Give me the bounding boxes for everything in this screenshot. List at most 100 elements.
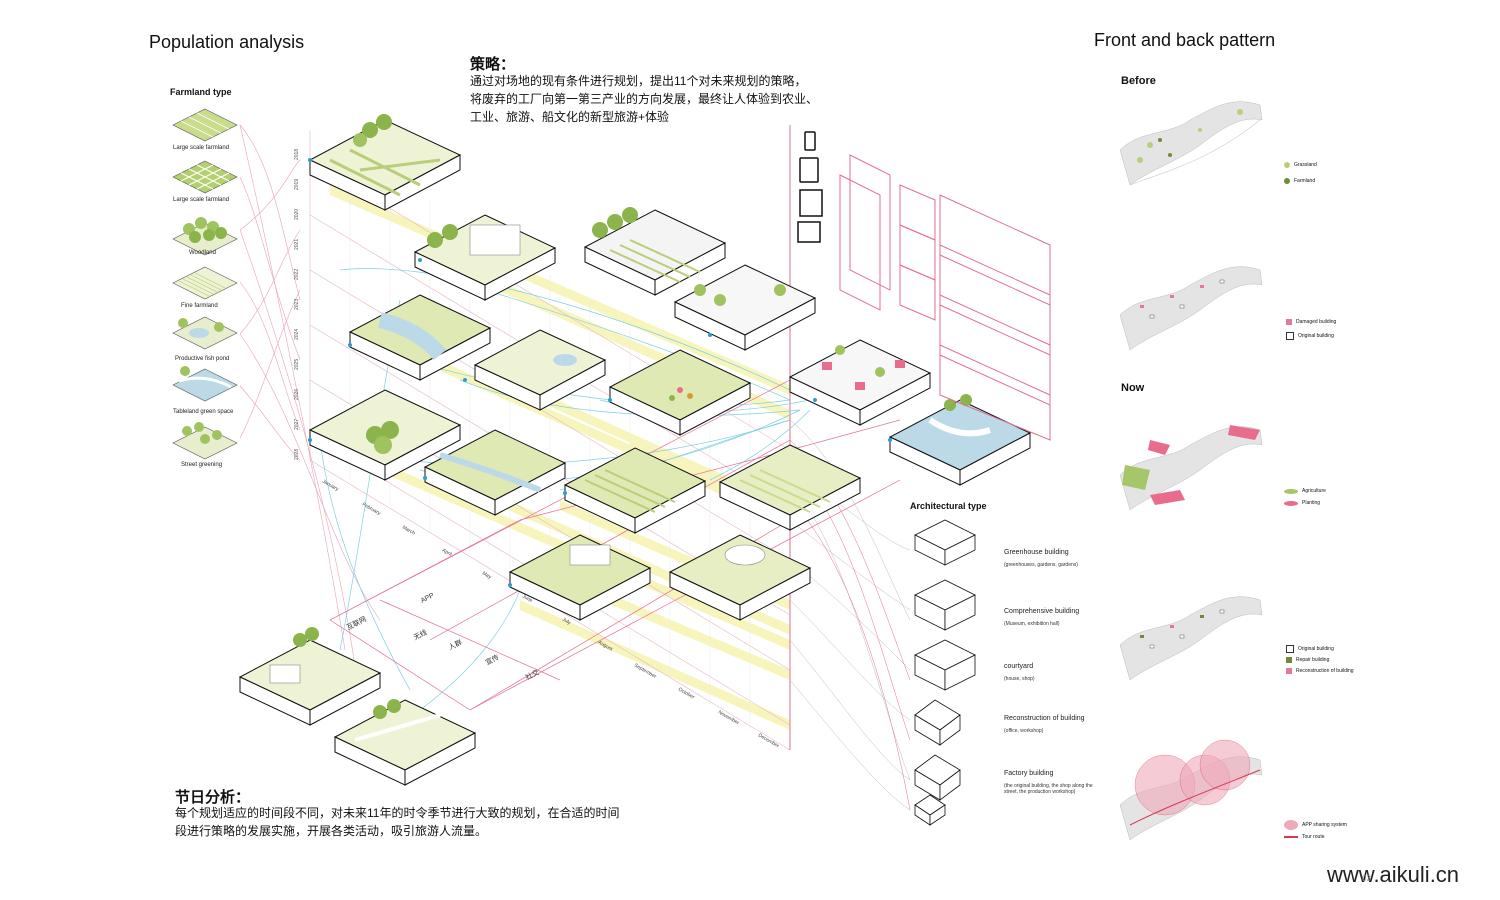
arch-type-3: courtyard (house, shop) bbox=[1004, 663, 1104, 682]
legend-tour-route-label: Tour route bbox=[1302, 834, 1325, 840]
month-label-oct: October bbox=[677, 687, 696, 701]
legend-app-sharing-label: APP sharing system bbox=[1302, 822, 1347, 828]
legend-repair-building-label: Repair building bbox=[1296, 657, 1330, 663]
strategy-line-1: 通过对场地的现有条件进行规划，提出11个对未来规划的策略， bbox=[470, 74, 807, 88]
festival-body: 每个规划适应的时间段不同，对未来11年的时令季节进行大致的规划，在合适的时间 段… bbox=[175, 804, 635, 840]
year-label-2023: 2023 bbox=[294, 299, 300, 310]
damaged-building-swatch bbox=[1286, 319, 1292, 325]
legend-agriculture: Agriculture bbox=[1284, 488, 1326, 494]
farmland-label-2: Large scale farmland bbox=[173, 197, 230, 203]
repair-building-swatch bbox=[1286, 657, 1292, 663]
year-label-2018: 2018 bbox=[294, 149, 300, 160]
legend-original-building-now-label: Original building bbox=[1298, 646, 1334, 652]
legend-farmland: Farmland bbox=[1284, 178, 1315, 184]
iso-block-15 bbox=[888, 394, 1032, 486]
strategy-body: 通过对场地的现有条件进行规划，提出11个对未来规划的策略， 将废弃的工厂向第一第… bbox=[470, 72, 830, 126]
arch-type-5: Factory building (the original building,… bbox=[1004, 770, 1104, 795]
map-now-app bbox=[1119, 739, 1263, 841]
month-label-dec: December bbox=[757, 733, 780, 750]
pink-connection-lines bbox=[329, 379, 901, 711]
arch-type-3-name: courtyard bbox=[1004, 663, 1034, 670]
legend-grassland-label: Grassland bbox=[1294, 162, 1317, 168]
year-label-2020: 2020 bbox=[294, 209, 300, 220]
arch-type-5-name: Factory building bbox=[1004, 770, 1054, 777]
reconstruction-building-icon bbox=[914, 699, 961, 746]
legend-planting-label: Planting bbox=[1302, 500, 1321, 506]
legend-reconstruction-building-label: Reconstruction of building bbox=[1296, 668, 1354, 674]
architectural-type-heading: Architectural type bbox=[910, 501, 987, 511]
page-number: 03 bbox=[1362, 874, 1371, 883]
farmland-label-4: Fine farmland bbox=[181, 303, 218, 309]
planting-swatch bbox=[1284, 500, 1298, 506]
legend-grassland: Grassland bbox=[1284, 162, 1317, 168]
iso-block-13 bbox=[668, 534, 812, 621]
iso-block-4 bbox=[673, 264, 817, 351]
iso-block-10 bbox=[563, 447, 707, 534]
year-label-2021: 2021 bbox=[294, 239, 300, 250]
legend-planting: Planting bbox=[1284, 500, 1320, 506]
arch-type-1-sub: (greenhouses, gardens, gardens) bbox=[1004, 562, 1078, 568]
media-labels: 互联网 APP 无线 人群 宣传 社交 bbox=[345, 592, 541, 682]
year-label-2027: 2027 bbox=[294, 419, 300, 430]
year-labels: 2018 2019 2020 2021 2022 2023 2024 2025 … bbox=[294, 149, 300, 460]
strategy-line-2: 将废弃的工厂向第一第三产业的方向发展，最终让人体验到农业、 bbox=[470, 92, 819, 106]
reconstruction-building-swatch bbox=[1286, 668, 1292, 674]
month-label-jan: January bbox=[321, 479, 340, 493]
legend-original-building-label: Original building bbox=[1298, 333, 1334, 339]
legend-damaged-building-label: Damaged building bbox=[1296, 319, 1337, 325]
now-label: Now bbox=[1121, 382, 1145, 394]
month-label-apr: April bbox=[441, 548, 453, 558]
legend-tour-route: Tour route bbox=[1284, 834, 1325, 840]
greenhouse-icon bbox=[914, 519, 976, 566]
app-sharing-swatch bbox=[1284, 820, 1298, 830]
arch-type-1-name: Greenhouse building bbox=[1004, 549, 1069, 556]
comprehensive-building-icon bbox=[914, 579, 976, 631]
media-label-app: APP bbox=[420, 592, 436, 605]
month-label-mar: March bbox=[401, 525, 416, 537]
farmland-label-5: Productive fish pond bbox=[175, 356, 230, 362]
legend-original-building: Original building bbox=[1286, 332, 1334, 340]
month-label-jul: July bbox=[561, 617, 572, 627]
month-label-may: May bbox=[481, 571, 493, 581]
legend-agriculture-label: Agriculture bbox=[1302, 488, 1326, 494]
arch-type-2: Comprehensive building (Museum, exhibiti… bbox=[1004, 608, 1104, 627]
arch-type-3-sub: (house, shop) bbox=[1004, 676, 1035, 682]
media-label-crowd: 人群 bbox=[447, 637, 464, 651]
month-label-jun: June bbox=[521, 594, 534, 605]
farmland-label-6: Tableland green space bbox=[173, 409, 234, 415]
year-label-2024: 2024 bbox=[294, 329, 300, 340]
arch-type-1: Greenhouse building (greenhouses, garden… bbox=[1004, 549, 1104, 568]
arch-type-4-sub: (office, workshop) bbox=[1004, 728, 1044, 734]
arch-type-2-name: Comprehensive building bbox=[1004, 608, 1080, 615]
iso-block-7 bbox=[608, 349, 752, 436]
timeline-dots bbox=[308, 158, 892, 587]
map-before-buildings bbox=[1119, 266, 1263, 351]
iso-block-12 bbox=[508, 534, 652, 621]
arch-type-2-sub: (Museum, exhibition hall) bbox=[1004, 621, 1060, 627]
iso-block-5 bbox=[348, 294, 492, 381]
legend-original-building-now: Original building bbox=[1286, 645, 1334, 653]
factory-building-icon bbox=[914, 754, 961, 801]
farmland-type-icons bbox=[172, 108, 238, 460]
farmland-type-heading: Farmland type bbox=[170, 87, 232, 97]
year-label-2025: 2025 bbox=[294, 359, 300, 370]
map-before-land bbox=[1119, 101, 1263, 186]
iso-block-1 bbox=[308, 114, 462, 211]
year-label-2022: 2022 bbox=[294, 269, 300, 280]
farmland-label-3: Woodland bbox=[189, 250, 216, 256]
festival-title: 节日分析： bbox=[175, 789, 251, 806]
iso-block-11 bbox=[718, 444, 862, 531]
arch-type-4: Reconstruction of building (office, work… bbox=[1004, 715, 1104, 734]
legend-app-sharing: APP sharing system bbox=[1284, 820, 1347, 830]
arch-type-5-sub: (the original building, the shop along t… bbox=[1004, 783, 1093, 795]
year-label-2026: 2026 bbox=[294, 389, 300, 400]
iso-block-14 bbox=[788, 339, 932, 426]
festival-line-2: 段进行策略的发展实施，开展各类活动，吸引旅游人流量。 bbox=[175, 824, 488, 838]
before-label: Before bbox=[1121, 75, 1156, 87]
legend-reconstruction-building: Reconstruction of building bbox=[1286, 668, 1354, 674]
population-analysis-title: Population analysis bbox=[149, 32, 305, 52]
front-back-pattern-title: Front and back pattern bbox=[1094, 30, 1276, 50]
service-panels bbox=[839, 154, 1051, 441]
iso-block-6 bbox=[473, 329, 607, 411]
